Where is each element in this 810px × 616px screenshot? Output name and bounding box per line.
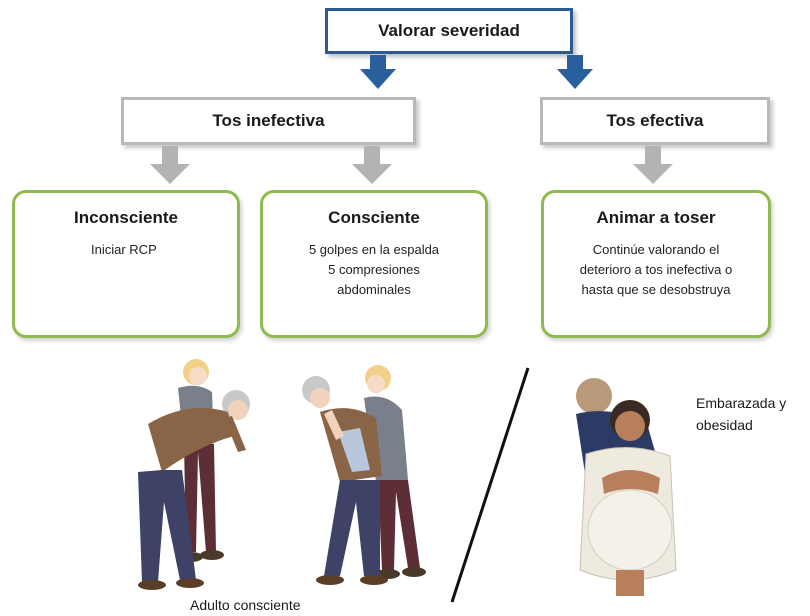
effective-label: Tos efectiva bbox=[606, 111, 704, 130]
conscious-body: 5 golpes en la espalda 5 compresiones ab… bbox=[308, 242, 440, 297]
unconscious-body: Iniciar RCP bbox=[91, 242, 157, 257]
unconscious-title: Inconsciente bbox=[74, 208, 178, 227]
box-inconsciente: Inconsciente Iniciar RCP bbox=[12, 190, 240, 338]
back-blows-illustration bbox=[138, 359, 250, 590]
box-animar-a-toser: Animar a toser Continúe valorando el det… bbox=[541, 190, 771, 338]
divider-line bbox=[450, 367, 530, 603]
box-tos-efectiva: Tos efectiva bbox=[540, 97, 770, 145]
box-tos-inefectiva: Tos inefectiva bbox=[121, 97, 416, 145]
conscious-title: Consciente bbox=[328, 208, 420, 227]
arrow-effective-to-encourage bbox=[633, 146, 673, 184]
arrow-ineffective-to-conscious bbox=[352, 146, 392, 184]
arrow-root-to-ineffective bbox=[360, 55, 396, 89]
arrow-root-to-effective bbox=[557, 55, 593, 89]
root-box-valorar-severidad: Valorar severidad bbox=[325, 8, 573, 54]
caption-embarazada-obesidad: Embarazada y obesidad bbox=[696, 395, 787, 433]
ineffective-label: Tos inefectiva bbox=[212, 111, 325, 130]
caption-adulto-consciente: Adulto consciente bbox=[190, 597, 301, 613]
abdominal-thrusts-illustration bbox=[302, 365, 426, 585]
arrow-ineffective-to-unconscious bbox=[150, 146, 190, 184]
root-label: Valorar severidad bbox=[378, 21, 520, 40]
encourage-title: Animar a toser bbox=[596, 208, 716, 227]
box-consciente: Consciente 5 golpes en la espalda 5 comp… bbox=[260, 190, 488, 338]
encourage-body: Continúe valorando el deterioro a tos in… bbox=[579, 242, 733, 297]
pregnant-chest-thrust-illustration bbox=[576, 378, 677, 596]
